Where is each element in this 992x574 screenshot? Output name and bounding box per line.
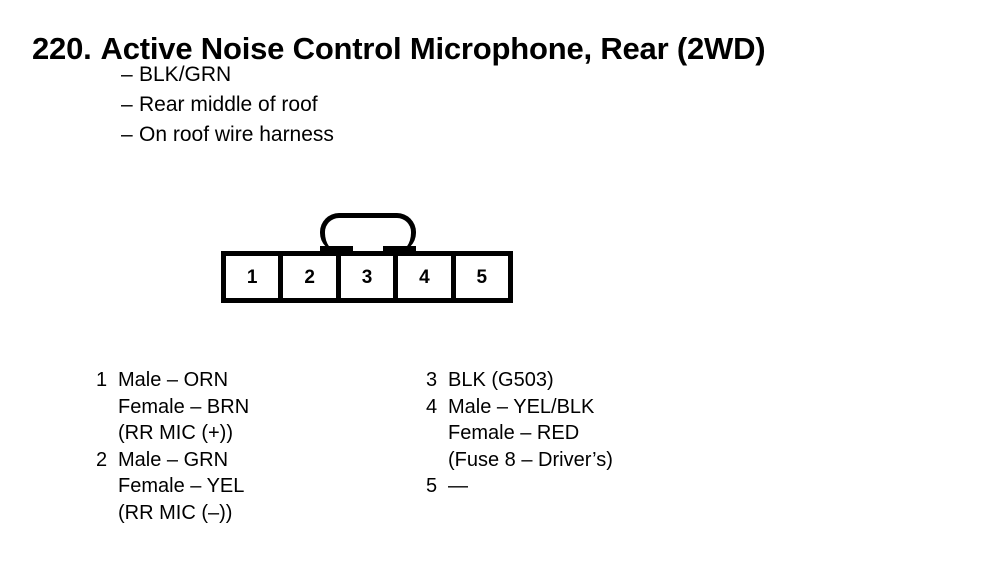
pin-legend-line: Male – GRN <box>118 448 229 471</box>
pin-legend-line: Female – RED <box>448 422 580 444</box>
pin-legend-number: 5 <box>426 475 438 497</box>
connector-pin-4: 4 <box>398 256 456 298</box>
connector-pin-5: 5 <box>456 256 508 298</box>
bullet-dash-icon: – <box>121 93 133 116</box>
pin-legend-entry: 2 Male – GRN Female – YEL (RR MIC (–)) <box>96 447 249 527</box>
pin-legend-entry: 3 BLK (G503) <box>426 367 613 394</box>
pin-legend-line: Female – BRN <box>118 395 250 418</box>
pin-legend-lines: Male – YEL/BLK Female – RED (Fuse 8 – Dr… <box>448 394 613 474</box>
connector-latch-tab-icon <box>320 213 416 252</box>
description-item: – On roof wire harness <box>121 120 334 150</box>
description-list: – BLK/GRN – Rear middle of roof – On roo… <box>121 60 334 150</box>
pin-legend-lines: Male – ORN Female – BRN (RR MIC (+)) <box>118 367 249 447</box>
pin-legend-number: 1 <box>96 369 108 391</box>
description-item: – Rear middle of roof <box>121 90 334 120</box>
bullet-dash-icon: – <box>121 123 133 146</box>
connector-pin-3: 3 <box>341 256 399 298</box>
pin-legend-line: Male – YEL/BLK <box>448 395 595 418</box>
connector-diagram: 1 2 3 4 5 <box>221 213 513 303</box>
connector-pin-label: 3 <box>361 266 373 288</box>
pin-legend-line: (RR MIC (+)) <box>118 422 233 444</box>
connector-housing: 1 2 3 4 5 <box>221 251 513 303</box>
connector-pin-label: 2 <box>304 266 315 288</box>
description-item-label: BLK/GRN <box>139 63 232 86</box>
connector-pin-2: 2 <box>283 256 341 298</box>
connector-pin-label: 4 <box>419 266 430 288</box>
page-title-text: Active Noise Control Microphone, Rear (2… <box>100 30 766 66</box>
pin-legend-lines: Male – GRN Female – YEL (RR MIC (–)) <box>118 447 244 527</box>
pin-legend-number: 2 <box>96 448 108 471</box>
pin-legend-column-right: 3 BLK (G503) 4 Male – YEL/BLK Female – R… <box>426 367 613 500</box>
connector-pin-1: 1 <box>226 256 284 298</box>
description-item: – BLK/GRN <box>121 60 334 90</box>
pin-legend-line: — <box>448 475 468 497</box>
pin-legend-entry: 1 Male – ORN Female – BRN (RR MIC (+)) <box>96 367 249 447</box>
connector-pin-label: 1 <box>246 266 258 288</box>
pin-legend-number: 4 <box>426 395 438 418</box>
connector-pin-label: 5 <box>476 266 488 288</box>
pin-legend-entry: 4 Male – YEL/BLK Female – RED (Fuse 8 – … <box>426 394 613 474</box>
page-title: 220.Active Noise Control Microphone, Rea… <box>32 30 766 68</box>
description-item-label: Rear middle of roof <box>139 93 318 116</box>
pin-legend-entry: 5 — <box>426 473 613 500</box>
pin-legend-line: (Fuse 8 – Driver’s) <box>448 448 613 471</box>
pin-legend-line: BLK (G503) <box>448 369 554 391</box>
connector-latch-foot-left <box>320 246 353 252</box>
pin-legend-line: Male – ORN <box>118 369 229 391</box>
pin-legend-column-left: 1 Male – ORN Female – BRN (RR MIC (+)) 2… <box>96 367 249 526</box>
pin-legend-number: 3 <box>426 369 438 391</box>
connector-latch-foot-right <box>383 246 416 252</box>
pin-legend-lines: — <box>448 473 468 500</box>
pin-legend-line: Female – YEL <box>118 475 245 497</box>
page-title-number: 220. <box>32 30 92 66</box>
pin-legend-line: (RR MIC (–)) <box>118 501 233 524</box>
pin-legend-lines: BLK (G503) <box>448 367 554 394</box>
description-item-label: On roof wire harness <box>139 123 334 146</box>
bullet-dash-icon: – <box>121 63 133 86</box>
